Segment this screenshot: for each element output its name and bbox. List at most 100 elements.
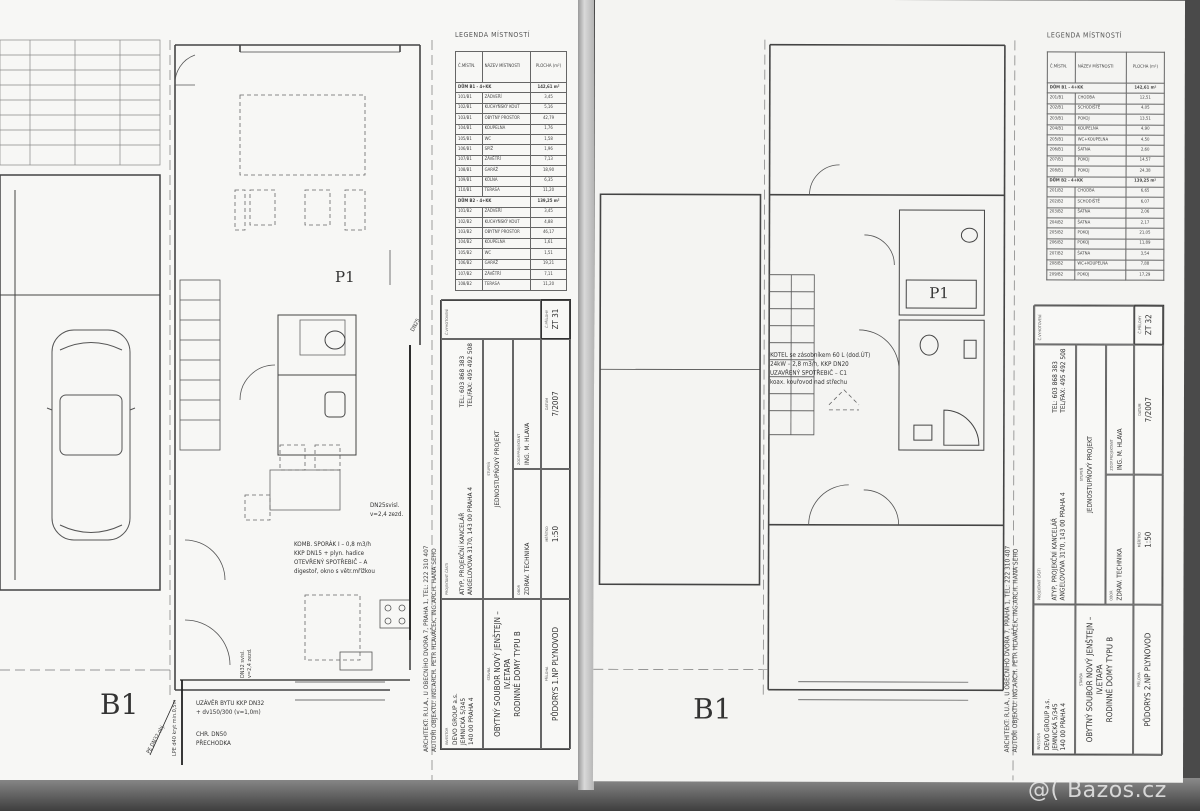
- boiler-note-line: UZAVŘENÝ SPOTŘEBIČ – C1: [770, 369, 847, 377]
- legend-group-cell: DŮM B2 - 4+KK: [454, 196, 532, 208]
- legend-area-cell: 11,89: [1125, 238, 1164, 250]
- designer-line: ANGELOVOVA 3170, 143 00 PRAHA 4: [1058, 492, 1068, 601]
- legend-name-cell: ŠATNA: [1074, 218, 1127, 229]
- legend-area-cell: 2,06: [1126, 207, 1164, 219]
- legend-name-cell: POKOJ: [1074, 228, 1127, 239]
- house-walls: [174, 44, 421, 701]
- legend-header-cell: PLOCHA (m²): [530, 51, 567, 83]
- doors: [174, 54, 391, 666]
- copy-number-cell-label: Č.VYHOTOVENÍ: [444, 309, 449, 335]
- legend-code-cell: 201/B2: [1047, 186, 1076, 198]
- legend-code-cell: 208/B1: [1047, 166, 1076, 177]
- legend-area-cell: 24,38: [1126, 166, 1165, 177]
- legend-area-cell: 11,20: [530, 185, 567, 198]
- attachment-cell-value: PŮDORYS 2.NP PLYNOVOD: [1142, 632, 1153, 727]
- legend-code-cell: 205/B2: [1046, 228, 1075, 239]
- investor-cell-value: 140 00 PRAHA 4: [466, 697, 475, 745]
- legend-header-cell: NÁZEV MÍSTNOSTI: [1075, 51, 1127, 84]
- legend-name-cell: KOUPELNA: [481, 237, 532, 250]
- attachment-cell-value: PŮDORYS 1.NP PLYNOVOD: [550, 627, 560, 721]
- garage-walls: [0, 174, 161, 591]
- stage-cell-label: STUPEŇ: [486, 462, 491, 476]
- legend-area-cell: 1,58: [530, 133, 567, 146]
- legend-code-cell: 209/B2: [1046, 269, 1075, 281]
- designer-line: ANGELOVOVA 3170, 143 00 PRAHA 4: [466, 486, 475, 595]
- project-cell-label: STAVBA: [486, 667, 491, 681]
- legend-name-cell: KŮLNA: [481, 175, 532, 187]
- legend-area-cell: 4,50: [1126, 135, 1165, 146]
- legend-name-cell: TERASA: [481, 279, 532, 291]
- stage-cell-label: STUPEŇ: [1078, 467, 1084, 482]
- legend-code-cell: 203/B1: [1047, 114, 1076, 125]
- attachment-cell-label: PŘÍLOHA: [1136, 672, 1142, 688]
- authors-line: AUTOŘI OBJEKTU: ING.ARCH. PETR HLAVÁČEK,…: [430, 548, 438, 752]
- legend-code-cell: 106/B1: [455, 144, 483, 156]
- dn32-note-line: DN32 svisl.: [240, 650, 246, 678]
- legend-name-cell: POKOJ: [1075, 114, 1127, 125]
- legend-code-cell: 207/B1: [1047, 155, 1076, 167]
- gas-pipe: [149, 345, 411, 765]
- legend-code-cell: 203/B2: [1046, 207, 1076, 219]
- boiler-note-line: KOTEL se zásobníkem 60 L (dod.ÚT): [770, 351, 871, 359]
- legend-name-cell: POKOJ: [1075, 155, 1127, 167]
- legend-group-cell: DŮM B2 - 4+KK: [1047, 176, 1127, 188]
- stove-note-line: digestoř, okno s větr.mřížkou: [294, 567, 375, 575]
- floor-plan-sheet-2np: P1 B1 KOTEL se zásobníkem 60 L (dod.ÚT) …: [592, 0, 1186, 783]
- legend-name-cell: WC: [481, 248, 532, 260]
- legend-name-cell: ŠATNA: [1074, 207, 1127, 219]
- legend-title: LEGENDA MÍSTNOSTÍ: [455, 31, 531, 39]
- investor-cell-value: DEVO GROUP a.s.: [450, 693, 459, 745]
- legend-code-cell: 106/B2: [455, 258, 483, 271]
- legend-code-cell: 103/B1: [455, 113, 483, 125]
- legend-area-cell: 14,57: [1126, 155, 1165, 167]
- designer-label: PROJEKTANT ČÁSTI: [1036, 568, 1042, 601]
- legend-name-cell: ZÁVĚTŘÍ: [481, 269, 532, 281]
- kitchen-appliances: [339, 599, 411, 671]
- legend-header-cell: NÁZEV MÍSTNOSTI: [481, 51, 532, 83]
- legend-code-cell: 208/B2: [1046, 259, 1075, 271]
- scale-cell-value: 1:50: [550, 525, 560, 543]
- legend-code-cell: 101/B2: [455, 206, 483, 219]
- bazos-watermark: @( Bazos.cz: [1028, 778, 1167, 803]
- legend-code-cell: 108/B2: [455, 279, 483, 291]
- protector-note: CHR. DN50 PŘECHODKA: [196, 731, 231, 749]
- legend-code-cell: 107/B1: [455, 154, 483, 167]
- legend-name-cell: POKOJ: [1074, 270, 1126, 281]
- house-label: B1: [693, 692, 732, 726]
- project-cell-value: RODINNÉ DOMY TYPU B: [512, 631, 522, 717]
- project-cell-label: STAVBA: [1078, 672, 1084, 687]
- field-cell-label: OBOR: [516, 584, 521, 595]
- scale-cell-value: 1:50: [1143, 531, 1153, 548]
- legend-name-cell: KUCHYŇSKÝ KOUT: [481, 217, 532, 229]
- legend-name-cell: ZÁDVEŘÍ: [481, 206, 532, 219]
- valve-note: UZÁVĚR BYTU KKP DN32 + dv150/300 (v=1,0m…: [196, 700, 264, 718]
- stove-note-line: KKP DN15 + plyn. hadice: [294, 549, 365, 557]
- stairs: [179, 279, 221, 451]
- legend-name-cell: SPÍŽ: [481, 144, 532, 156]
- legend-header-cell: PLOCHA (m²): [1126, 52, 1165, 84]
- project-cell-value: RODINNÉ DOMY TYPU B: [1104, 636, 1115, 723]
- legend-name-cell: ŠATNA: [1075, 145, 1127, 156]
- legend-code-cell: 201/B1: [1047, 93, 1076, 104]
- legend-name-cell: OBYTNÝ PROSTOR: [481, 113, 532, 125]
